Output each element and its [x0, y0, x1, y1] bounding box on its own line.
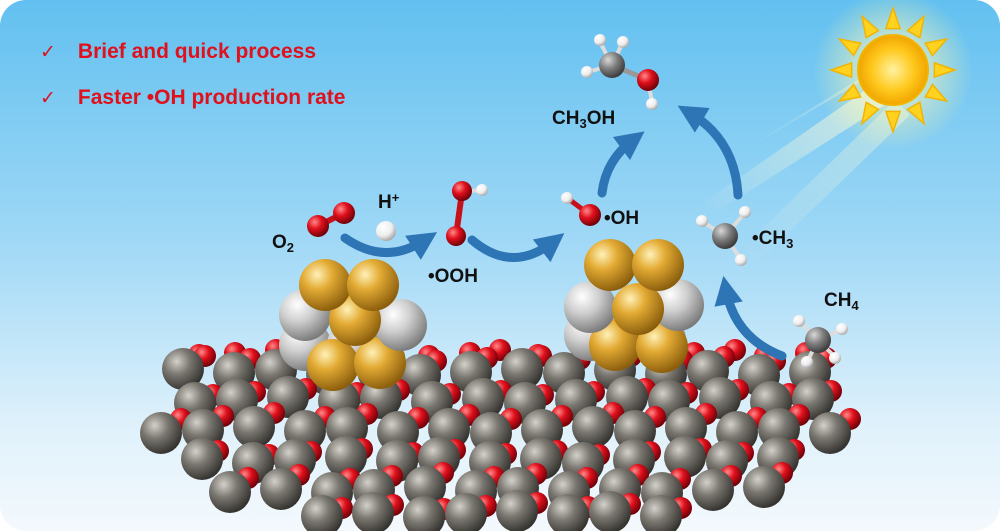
ch3-hydrogen-atom	[696, 215, 708, 227]
support-metal-atom	[640, 495, 682, 531]
support-metal-atom	[589, 491, 631, 531]
label-ooh: •OOH	[428, 266, 478, 287]
ooh-hydrogen-atom	[476, 184, 488, 196]
molecules	[307, 34, 848, 368]
support-metal-atom	[809, 412, 851, 454]
bullet-text: Faster •OH production rate	[77, 86, 346, 109]
silver-atom	[564, 281, 616, 333]
bullet-brief-process: ✓ Brief and quick process	[40, 40, 316, 70]
ch3oh-hydrogen-atom	[581, 66, 593, 78]
support-metal-atom	[301, 495, 343, 531]
support-metal-atom	[233, 406, 275, 448]
metal-cluster-left	[279, 259, 427, 391]
o2-oxygen-atom	[307, 215, 329, 237]
ch3oh-hydrogen-atom	[617, 36, 629, 48]
label-ch3oh: CH3OH	[552, 108, 616, 131]
sun-ray	[906, 101, 926, 126]
support-metal-atom	[404, 466, 446, 508]
reaction-arrows	[340, 105, 787, 361]
ch3-hydrogen-atom	[739, 206, 751, 218]
support-metal-atom	[162, 348, 204, 390]
ooh-oxygen-atom	[452, 181, 472, 201]
arrow-oh-to-ch3oh	[597, 131, 645, 198]
support-metal-atom	[209, 471, 251, 513]
oh-hydrogen-atom	[561, 192, 573, 204]
gold-atom	[299, 259, 351, 311]
ch3-hydrogen-atom	[735, 254, 747, 266]
ch3oh-hydrogen-atom	[646, 98, 658, 110]
ch3-carbon-atom	[712, 223, 738, 249]
label-ch3: •CH3	[752, 228, 794, 251]
support-metal-atom	[692, 469, 734, 511]
support-metal-atom	[140, 412, 182, 454]
label-o2: O2	[272, 232, 295, 255]
sun-ray	[860, 14, 880, 39]
check-icon: ✓	[40, 41, 56, 63]
arrow-o2-to-ooh	[340, 232, 438, 260]
support-metal-atom	[501, 348, 543, 390]
sun-ray	[828, 61, 853, 79]
support-metal-atom	[572, 406, 614, 448]
support-metal-atom	[496, 490, 538, 531]
support-metal-atom	[743, 466, 785, 508]
gold-atom	[612, 283, 664, 335]
support-metal-atom	[664, 436, 706, 478]
support-metal-atom	[403, 496, 445, 531]
support-metal-atom	[260, 468, 302, 510]
silver-atom	[375, 299, 427, 351]
sun-ray	[924, 37, 949, 57]
check-icon: ✓	[40, 87, 56, 109]
gold-atom	[354, 337, 406, 389]
support-metal-atom	[181, 438, 223, 480]
metal-cluster-right	[564, 239, 704, 373]
proton-atom	[376, 221, 396, 241]
sun-ray	[837, 83, 862, 103]
label-h-plus: H+	[378, 190, 400, 213]
ch3oh-carbon-atom	[599, 52, 625, 78]
ch3oh-oxygen-atom	[637, 69, 659, 91]
ooh-oxygen-atom	[446, 226, 466, 246]
sun-ray	[884, 110, 902, 135]
gold-atom	[347, 259, 399, 311]
ch4-carbon-atom	[805, 327, 831, 353]
arrow-ch4-to-ch3	[714, 275, 787, 361]
bullet-text: Brief and quick process	[77, 40, 316, 63]
arrow-ooh-to-oh	[467, 233, 565, 263]
ch4-hydrogen-atom	[829, 352, 841, 364]
silver-atom	[652, 279, 704, 331]
oxide-support	[140, 339, 861, 531]
label-ch4: CH4	[824, 290, 859, 313]
support-metal-atom	[445, 493, 487, 531]
gold-atom	[307, 339, 359, 391]
sun-ray	[924, 83, 949, 103]
gold-atom	[636, 321, 688, 373]
oh-oxygen-atom	[579, 204, 601, 226]
sun-ray	[837, 37, 862, 57]
support-metal-atom	[325, 436, 367, 478]
support-metal-atom	[547, 494, 589, 531]
sun-ray	[860, 101, 880, 126]
ch4-hydrogen-atom	[793, 315, 805, 327]
sun-ray	[933, 61, 958, 79]
bullet-faster-oh: ✓ Faster •OH production rate	[40, 86, 345, 116]
sun-ray	[884, 5, 902, 30]
sun-icon	[813, 0, 973, 150]
gold-atom	[632, 239, 684, 291]
sun-ray	[906, 14, 926, 39]
support-metal-atom	[352, 492, 394, 531]
gold-atom	[584, 239, 636, 291]
ch4-hydrogen-atom	[801, 356, 813, 368]
arrow-ch3-to-ch3oh	[677, 105, 743, 200]
ch3oh-hydrogen-atom	[594, 34, 606, 46]
ch4-hydrogen-atom	[836, 323, 848, 335]
o2-oxygen-atom	[333, 202, 355, 224]
label-oh: •OH	[604, 208, 640, 229]
